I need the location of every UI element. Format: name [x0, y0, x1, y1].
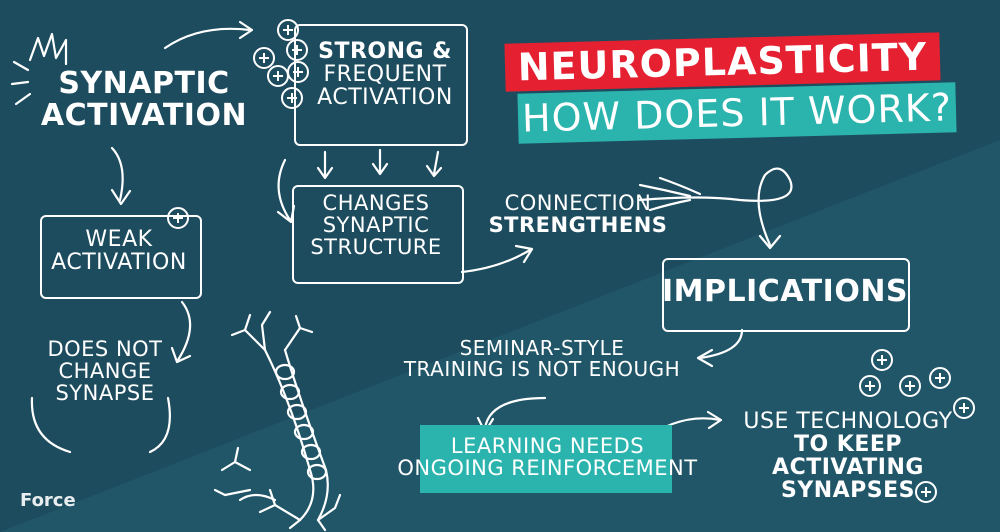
plus-circle-icon: [871, 349, 893, 371]
plus-circle-icon: [859, 375, 881, 397]
background-band: [0, 140, 1000, 532]
arrow-icon: [483, 396, 547, 430]
node-text: DOES NOT: [47, 337, 163, 361]
node-text: LEARNING NEEDS: [450, 434, 645, 458]
arrow-icon: [176, 300, 192, 362]
node-text: ACTIVATION: [40, 97, 248, 133]
node-text: USE TECHNOLOGY: [743, 409, 953, 434]
arrow-icon: [460, 248, 532, 274]
plus-circle-icon: [253, 47, 275, 69]
arrow-icon: [316, 150, 334, 180]
plus-circle-icon: [899, 375, 921, 397]
bracket-lines: [30, 396, 171, 454]
node-implications: IMPLICATIONS: [662, 274, 909, 309]
arrow-icon: [238, 20, 254, 40]
node-weak-activation: WEAK ACTIVATION: [40, 228, 198, 274]
arrow-icon: [163, 27, 252, 50]
node-text: CHANGE: [58, 359, 152, 384]
node-text: TRAINING IS NOT ENOUGH: [403, 357, 681, 381]
plus-circle-icon: [286, 39, 308, 61]
arrow-icon: [425, 150, 443, 178]
logo-text: Force: [20, 490, 76, 511]
box-strong-frequent: [294, 24, 468, 146]
plus-circle-icon: [929, 367, 951, 389]
box-changes-structure: [292, 185, 464, 284]
node-text: WEAK: [85, 227, 153, 252]
node-text: STRUCTURE: [310, 235, 442, 260]
plus-circle-icon: [953, 397, 975, 419]
node-text: ACTIVATION: [51, 250, 187, 276]
node-text: CONNECTION: [504, 191, 652, 215]
node-text: SYNAPSE: [55, 381, 155, 406]
node-synaptic-activation: SYNAPTIC ACTIVATION: [34, 68, 254, 131]
arrow-icon: [696, 348, 714, 368]
arrow-icon: [110, 188, 132, 206]
plus-circle-icon: [267, 65, 289, 87]
arrow-icon: [110, 146, 124, 202]
box-learning-needs: [420, 425, 672, 493]
arrow-icon: [758, 234, 782, 250]
node-text: STRONG &: [318, 39, 452, 64]
node-text: SYNAPTIC: [322, 213, 430, 238]
branch-lines: [638, 176, 702, 212]
node-text: SYNAPSES: [780, 478, 916, 504]
node-text: STRENGTHENS: [488, 213, 668, 238]
brand-logo: Force: [20, 490, 76, 511]
plus-circle-icon: [281, 87, 303, 109]
node-does-not-change: DOES NOT CHANGE SYNAPSE: [40, 338, 170, 404]
arrow-icon: [371, 148, 389, 176]
node-seminar: SEMINAR-STYLE TRAINING IS NOT ENOUGH: [392, 338, 692, 380]
node-learning-needs: LEARNING NEEDS ONGOING REINFORCEMENT: [365, 435, 730, 479]
node-text: ACTIVATION: [317, 85, 453, 111]
node-text: CHANGES: [322, 191, 430, 215]
node-text: SEMINAR-STYLE: [459, 336, 625, 360]
node-text: SYNAPTIC: [58, 66, 230, 101]
node-changes-structure: CHANGES SYNAPTIC STRUCTURE: [292, 192, 460, 258]
arrow-icon: [170, 346, 192, 364]
node-text: FREQUENT: [323, 62, 447, 88]
plus-circle-icon: [277, 19, 299, 41]
arrow-icon: [706, 410, 723, 430]
node-connection-strengthens: CONNECTION STRENGTHENS: [478, 192, 678, 236]
box-implications: [662, 258, 910, 332]
plus-circle-cluster: [167, 19, 975, 503]
arrow-icon: [638, 167, 793, 247]
burst-icon: [10, 32, 68, 106]
node-use-technology: USE TECHNOLOGY TO KEEP ACTIVATING SYNAPS…: [718, 410, 978, 502]
arrow-icon: [514, 244, 534, 264]
node-text: TO KEEP ACTIVATING: [772, 432, 924, 481]
plus-circle-icon: [915, 481, 937, 503]
plus-circle-icon: [167, 207, 189, 229]
node-text: ONGOING REINFORCEMENT: [397, 456, 698, 481]
neuron-illustration: [213, 310, 342, 532]
arrow-icon: [698, 328, 744, 360]
arrow-icon: [277, 158, 292, 222]
box-weak-activation: [40, 215, 202, 299]
node-strong-frequent: STRONG & FREQUENT ACTIVATION: [300, 40, 470, 109]
